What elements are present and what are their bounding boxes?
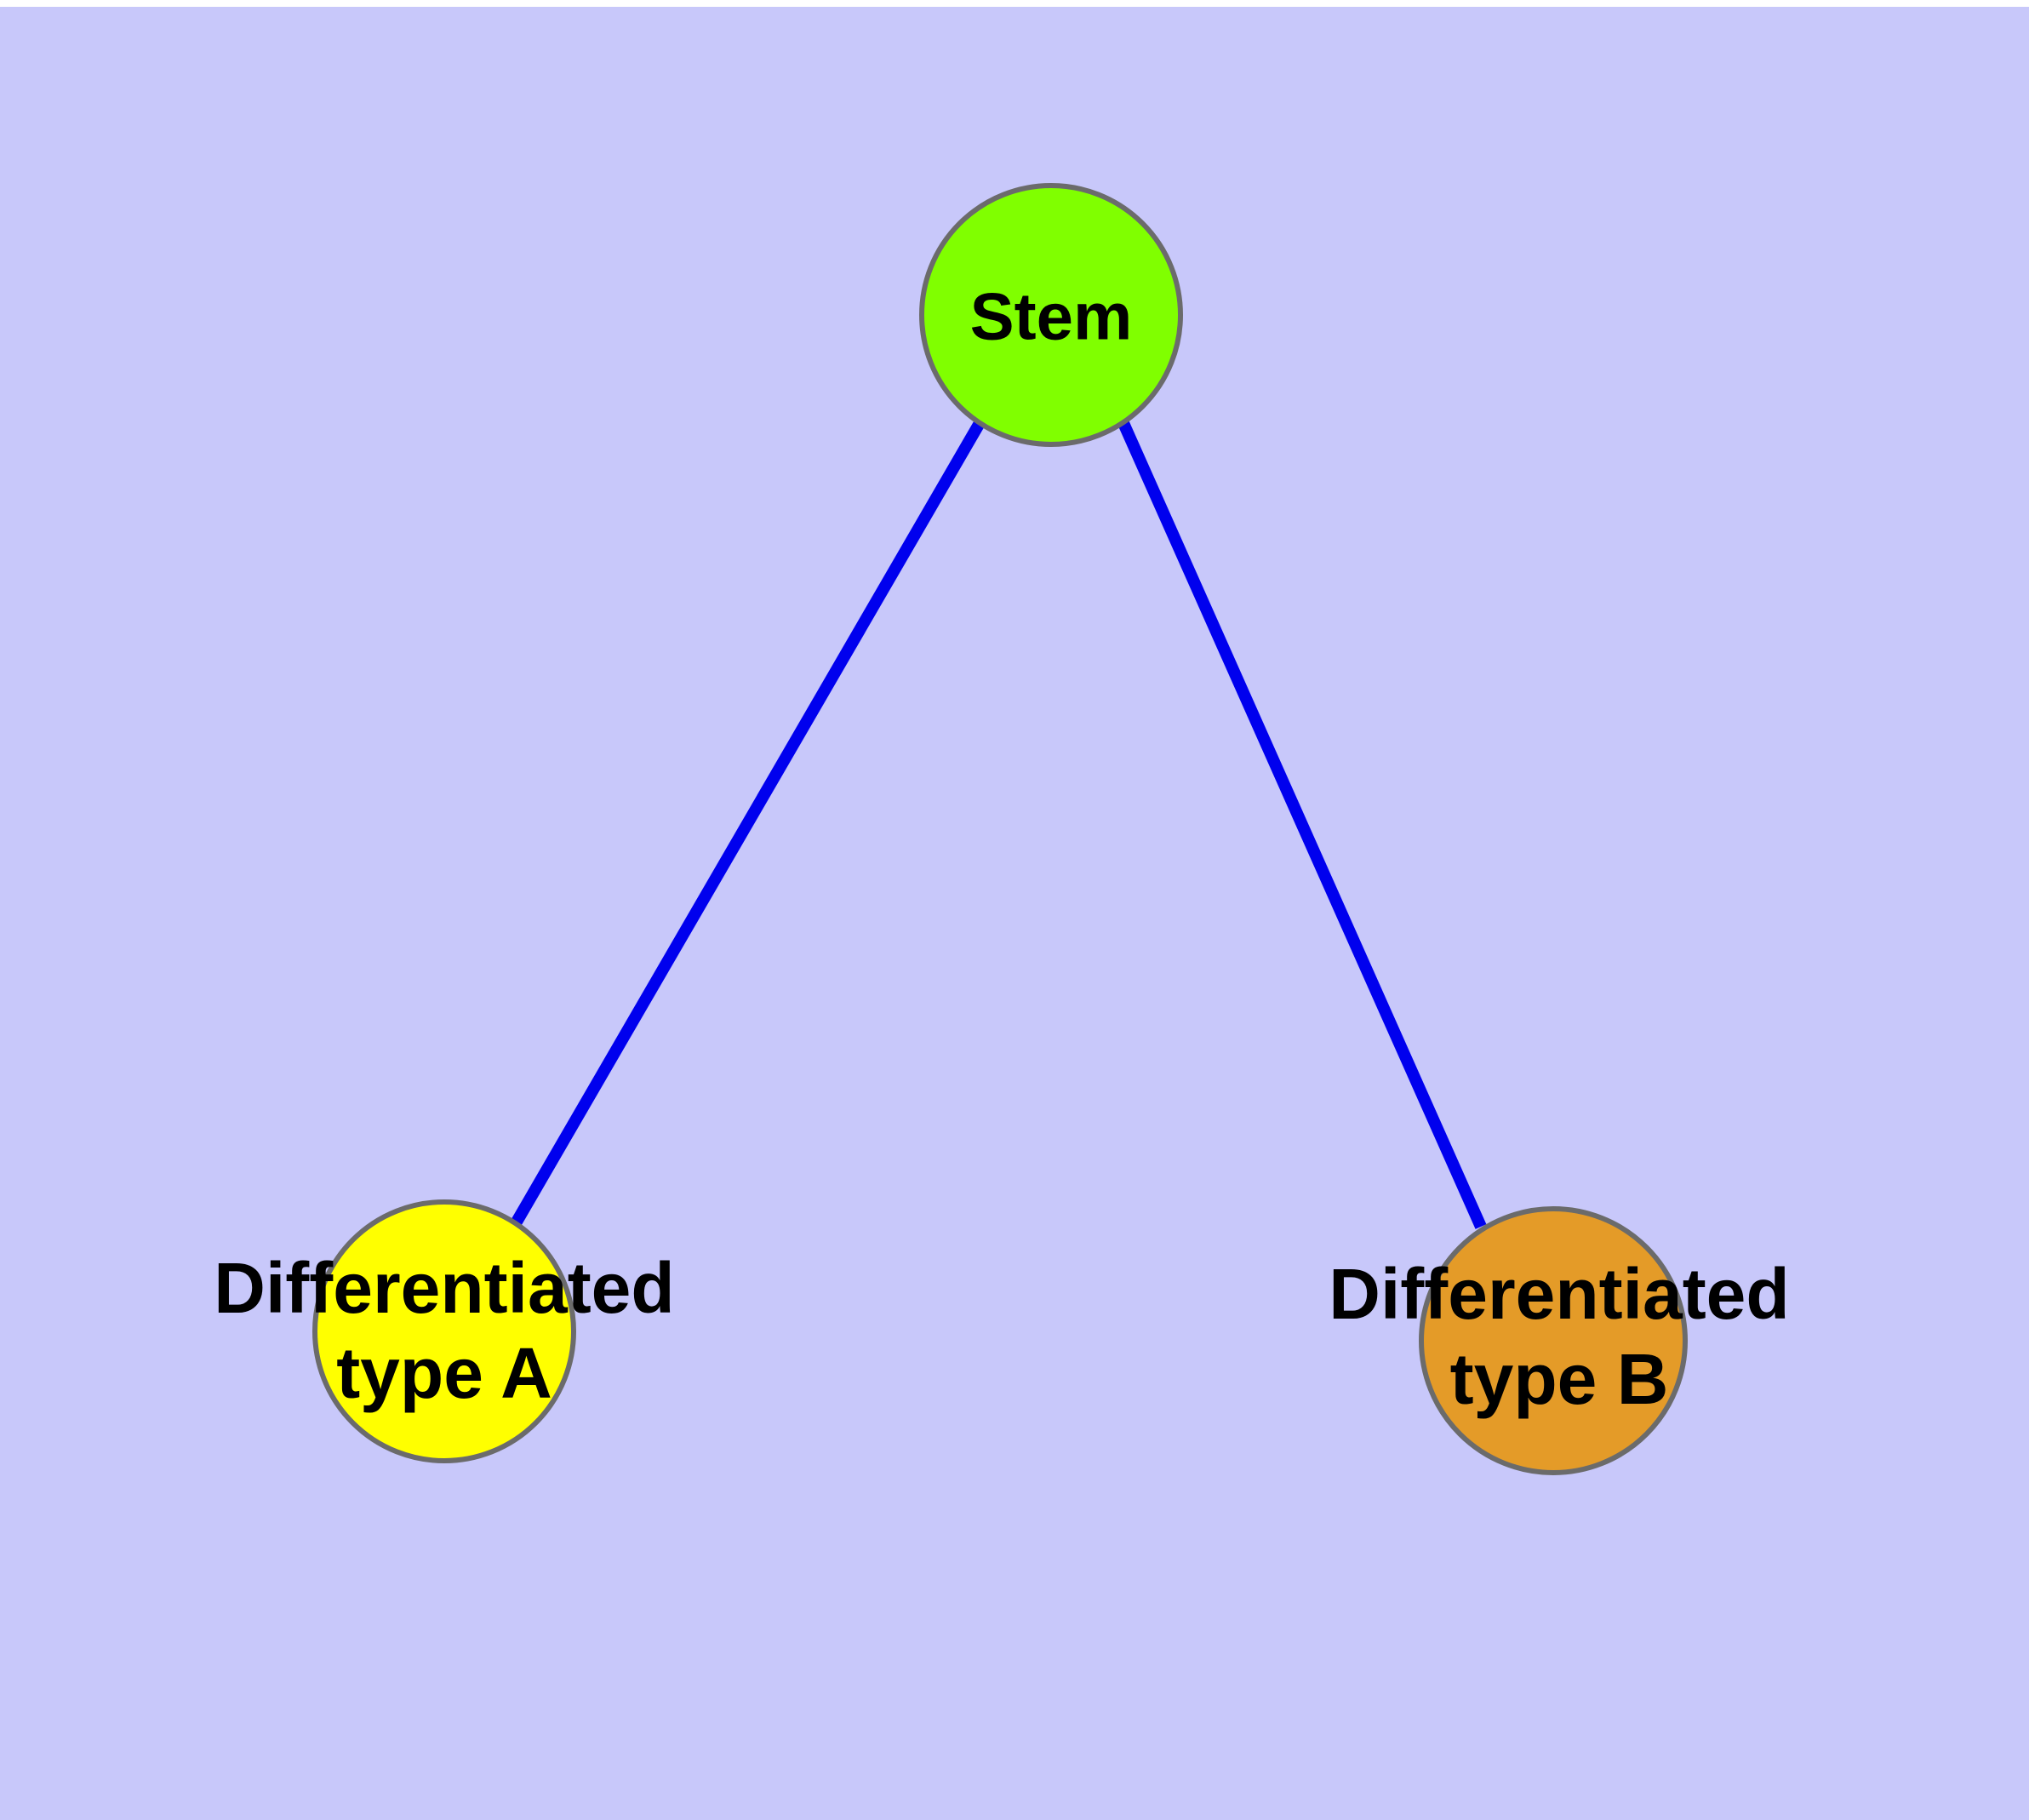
node-stem-circle[interactable] xyxy=(919,183,1183,447)
nodes-layer: Stem Differentiated type A Differentiate… xyxy=(214,183,1790,1475)
node-stem[interactable]: Stem xyxy=(919,183,1183,447)
node-differentiated-type-a[interactable]: Differentiated type A xyxy=(214,1199,675,1463)
node-differentiated-type-b-circle[interactable] xyxy=(1419,1206,1688,1475)
node-stem-label: Stem xyxy=(970,279,1133,354)
edge-stem-to-differentiated-type-a[interactable] xyxy=(510,420,986,1227)
node-differentiated-type-a-label-line2: type A xyxy=(336,1333,552,1413)
node-differentiated-type-b-label-line2: type B xyxy=(1450,1339,1669,1419)
node-differentiated-type-a-label-line1: Differentiated xyxy=(214,1248,674,1328)
node-differentiated-type-b[interactable]: Differentiated type B xyxy=(1329,1206,1790,1475)
edge-stem-to-differentiated-type-b[interactable] xyxy=(1117,421,1487,1229)
node-differentiated-type-a-circle[interactable] xyxy=(312,1199,576,1463)
node-differentiated-type-b-label-line1: Differentiated xyxy=(1329,1254,1789,1334)
edges-layer xyxy=(510,420,1487,1229)
